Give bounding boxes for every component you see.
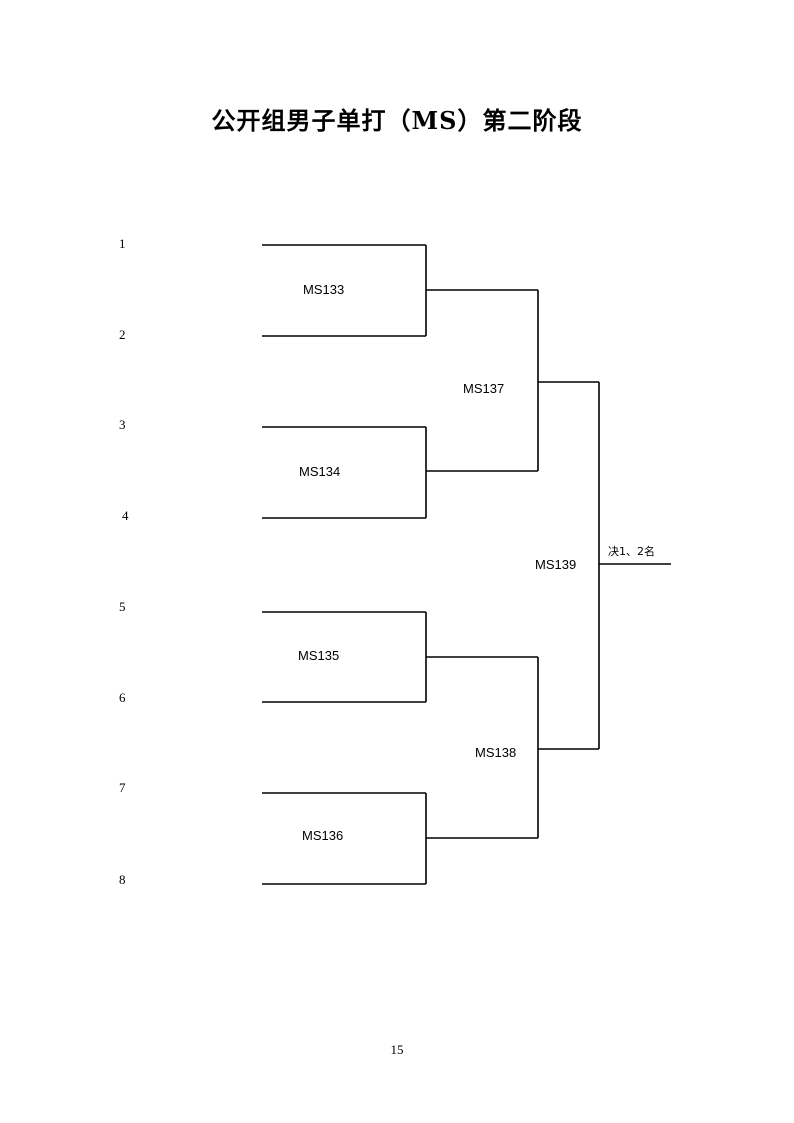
seed-7: 7 — [119, 780, 126, 795]
seed-2: 2 — [119, 327, 126, 342]
seed-1: 1 — [119, 236, 126, 251]
seed-5: 5 — [119, 599, 126, 614]
match-label-r1: MS136 — [302, 828, 344, 843]
match-label-r1: MS133 — [303, 282, 345, 297]
seed-4: 4 — [122, 508, 129, 523]
page-title: 公开组男子单打（MS）第二阶段 — [211, 106, 583, 135]
match-label-r1: MS135 — [298, 648, 340, 663]
seed-8: 8 — [119, 872, 126, 887]
final-placement-label: 决1、2名 — [608, 545, 655, 558]
seed-3: 3 — [119, 417, 126, 432]
match-label-final: MS139 — [535, 557, 577, 572]
match-label-r1: MS134 — [299, 464, 341, 479]
match-label-r2: MS137 — [463, 381, 505, 396]
match-label-r2: MS138 — [475, 745, 517, 760]
seed-6: 6 — [119, 690, 126, 705]
page-number: 15 — [390, 1042, 404, 1057]
